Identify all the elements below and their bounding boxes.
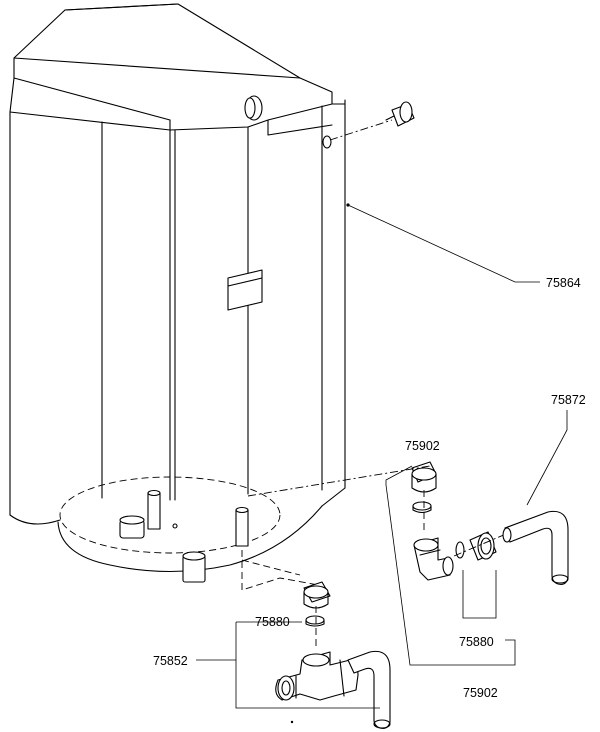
upper-fitting-set (385, 461, 516, 666)
label-heater-body: 75864 (546, 276, 581, 290)
vent-plug (385, 101, 415, 127)
leader-lines (290, 203, 568, 724)
valve-assembly (196, 465, 431, 729)
label-upper-fitting-set: 75902 (405, 439, 440, 453)
label-lower-fitting-set: 75902 (463, 686, 498, 700)
right-seal-bracket (462, 570, 497, 619)
label-right-seal-set: 75880 (459, 635, 494, 649)
label-left-seal-set: 75880 (255, 615, 290, 629)
part-labels: 75864 75872 75902 75880 75902 75880 7585… (153, 276, 586, 700)
axis-line-top (329, 119, 393, 141)
pipe-bend (502, 510, 569, 585)
water-heater-tank (9, 3, 346, 583)
label-valve-assembly: 75852 (153, 654, 188, 668)
label-pipe-bend: 75872 (551, 393, 586, 407)
